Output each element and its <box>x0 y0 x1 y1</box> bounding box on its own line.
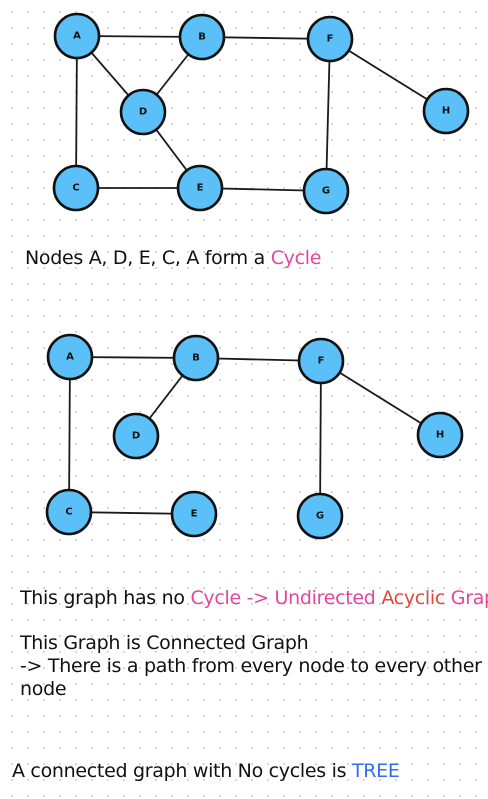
node-circle <box>52 164 100 212</box>
node-circle <box>422 87 470 135</box>
graph-1-node-f: F <box>306 15 354 63</box>
node-circle <box>297 337 345 385</box>
node-circle <box>53 12 101 60</box>
node-circle <box>172 334 220 382</box>
node-label: D <box>132 431 140 442</box>
node-circle <box>178 13 226 61</box>
node-label: A <box>73 31 81 42</box>
node-circle <box>302 167 350 215</box>
node-label: A <box>66 352 74 363</box>
node-circle <box>46 333 94 381</box>
node-label: C <box>65 507 72 518</box>
caption-acyclic-word: Acyclic <box>381 587 446 609</box>
graph-2-node-c: C <box>45 488 93 536</box>
caption-connected: This Graph is Connected Graph -> There i… <box>20 632 488 701</box>
node-circle <box>170 490 218 538</box>
graph-2-node-h: H <box>416 411 464 459</box>
graph-2-node-b: B <box>172 334 220 382</box>
graph-2-node-g: G <box>296 492 344 540</box>
node-label: F <box>327 34 334 45</box>
node-label: B <box>198 32 206 43</box>
graph-2-node-d: D <box>112 412 160 460</box>
graph-1-node-g: G <box>302 167 350 215</box>
node-circle <box>296 492 344 540</box>
graph-2-edge-f-g <box>319 360 322 517</box>
node-label: E <box>191 509 198 520</box>
graph-2-node-f: F <box>297 337 345 385</box>
caption-tree-highlight: TREE <box>351 760 400 782</box>
graph-with-cycle: A B C D E F G H <box>52 12 470 215</box>
caption-cycle: Nodes A, D, E, C, A form a Cycle <box>25 247 321 270</box>
caption-tree-text: A connected graph with No cycles is <box>12 760 352 782</box>
node-label: G <box>322 186 330 197</box>
caption-connected-line-2: -> There is a path from every node to ev… <box>20 655 482 700</box>
graph-1-edge-f-g <box>325 38 331 192</box>
caption-tree: A connected graph with No cycles is TREE <box>12 760 400 783</box>
graph-2-node-e: E <box>170 490 218 538</box>
caption-acyclic-graph-word: Graph <box>450 587 488 609</box>
graph-1-edge-a-c <box>75 35 78 189</box>
node-circle <box>119 88 167 136</box>
graph-2-edge-a-c <box>68 356 71 513</box>
node-label: F <box>318 356 325 367</box>
graph-1-nodes: A B C D E F G H <box>52 12 470 215</box>
node-circle <box>306 15 354 63</box>
caption-cycle-highlight: Cycle <box>270 247 322 269</box>
node-label: D <box>139 107 147 118</box>
caption-connected-line-1: This Graph is Connected Graph <box>20 632 309 654</box>
graph-1-node-c: C <box>52 164 100 212</box>
node-label: H <box>436 430 444 441</box>
node-circle <box>416 411 464 459</box>
caption-acyclic-cycle-undirected: Cycle -> Undirected <box>190 587 376 609</box>
caption-acyclic-text: This graph has no <box>20 587 191 609</box>
node-label: E <box>197 183 204 194</box>
node-circle <box>45 488 93 536</box>
graph-1-node-h: H <box>422 87 470 135</box>
graph-2-node-a: A <box>46 333 94 381</box>
graph-1-node-d: D <box>119 88 167 136</box>
graph-1-node-e: E <box>176 164 224 212</box>
node-label: C <box>72 183 79 194</box>
node-label: H <box>442 106 450 117</box>
graph-acyclic-tree: A B C D E F G H <box>45 333 464 540</box>
node-label: G <box>316 511 324 522</box>
caption-cycle-text: Nodes A, D, E, C, A form a <box>25 247 271 269</box>
graph-1-node-a: A <box>53 12 101 60</box>
graph-2-edge-f-h <box>320 360 441 436</box>
node-label: B <box>192 353 200 364</box>
graph-1-node-b: B <box>178 13 226 61</box>
node-circle <box>112 412 160 460</box>
caption-acyclic: This graph has no Cycle -> Undirected Ac… <box>20 587 488 610</box>
graph-2-nodes: A B C D E F G H <box>45 333 464 540</box>
node-circle <box>176 164 224 212</box>
